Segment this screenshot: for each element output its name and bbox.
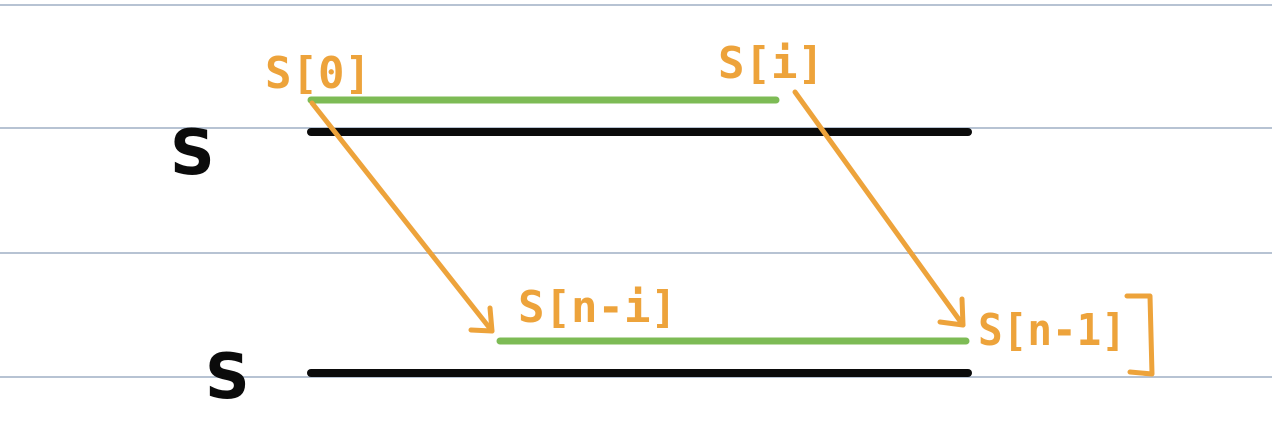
arrow-right-head <box>937 296 966 328</box>
label-s-n-minus-i: S[n-i] <box>518 282 677 333</box>
arrow-left-shaft <box>309 100 495 334</box>
arrow-left <box>309 100 495 334</box>
label-s-n-minus-1: S[n-1] <box>978 305 1126 356</box>
arrow-right <box>792 89 966 328</box>
top-string-label: S <box>170 116 215 189</box>
label-s-i: S[i] <box>718 38 824 89</box>
bracket-mark <box>1124 293 1155 377</box>
arrow-left-head <box>468 305 495 334</box>
arrow-right-shaft <box>792 89 966 328</box>
bottom-string-label: S <box>205 340 250 413</box>
label-s-0: S[0] <box>265 48 371 99</box>
